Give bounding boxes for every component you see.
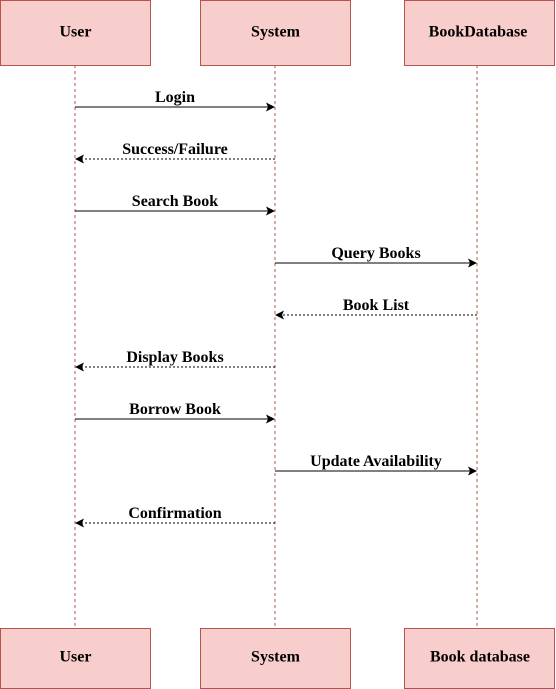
message-search-book[interactable]: Search Book — [75, 193, 275, 216]
actor-box — [200, 0, 351, 66]
message-query-books[interactable]: Query Books — [275, 245, 477, 268]
message-confirmation[interactable]: Confirmation — [75, 505, 275, 528]
arrowhead-right-icon — [468, 258, 477, 268]
actor-user-top-label: User — [60, 24, 92, 41]
arrowhead-left-icon — [75, 154, 84, 164]
actor-bookdatabase-top-label: BookDatabase — [429, 24, 528, 41]
actor-user-top[interactable]: User — [0, 0, 151, 66]
actor-bookdatabase-bottom-label: Book database — [430, 649, 530, 666]
actor-box — [404, 628, 555, 689]
message-label: Success/Failure — [122, 141, 227, 158]
actor-user-bottom[interactable]: User — [0, 628, 151, 689]
message-borrow-book[interactable]: Borrow Book — [75, 401, 275, 424]
message-label: Search Book — [132, 193, 218, 210]
arrowhead-right-icon — [468, 466, 477, 476]
message-label: Query Books — [331, 245, 420, 262]
message-label: Confirmation — [128, 505, 221, 522]
arrowhead-right-icon — [266, 102, 275, 112]
message-update-availability[interactable]: Update Availability — [275, 453, 477, 476]
actor-box — [404, 0, 555, 66]
actor-box — [0, 628, 151, 689]
message-label: Book List — [343, 297, 410, 314]
arrowhead-left-icon — [75, 518, 84, 528]
message-label: Login — [155, 89, 195, 106]
actor-box — [0, 0, 151, 66]
message-success-failure[interactable]: Success/Failure — [75, 141, 275, 164]
message-display-books[interactable]: Display Books — [75, 349, 275, 372]
actor-box — [200, 628, 351, 689]
arrowhead-right-icon — [266, 206, 275, 216]
actor-system-bottom[interactable]: System — [200, 628, 351, 689]
arrowhead-left-icon — [275, 310, 284, 320]
message-book-list[interactable]: Book List — [275, 297, 477, 320]
actor-system-bottom-label: System — [251, 649, 301, 666]
actor-system-top-label: System — [251, 24, 301, 41]
arrowhead-left-icon — [75, 362, 84, 372]
actor-user-bottom-label: User — [60, 649, 92, 666]
message-label: Borrow Book — [129, 401, 221, 418]
message-label: Display Books — [126, 349, 223, 366]
actor-bookdatabase-bottom[interactable]: Book database — [404, 628, 555, 689]
message-label: Update Availability — [310, 453, 442, 470]
message-login[interactable]: Login — [75, 89, 275, 112]
arrowhead-right-icon — [266, 414, 275, 424]
actor-bookdatabase-top[interactable]: BookDatabase — [404, 0, 555, 66]
actor-system-top[interactable]: System — [200, 0, 351, 66]
